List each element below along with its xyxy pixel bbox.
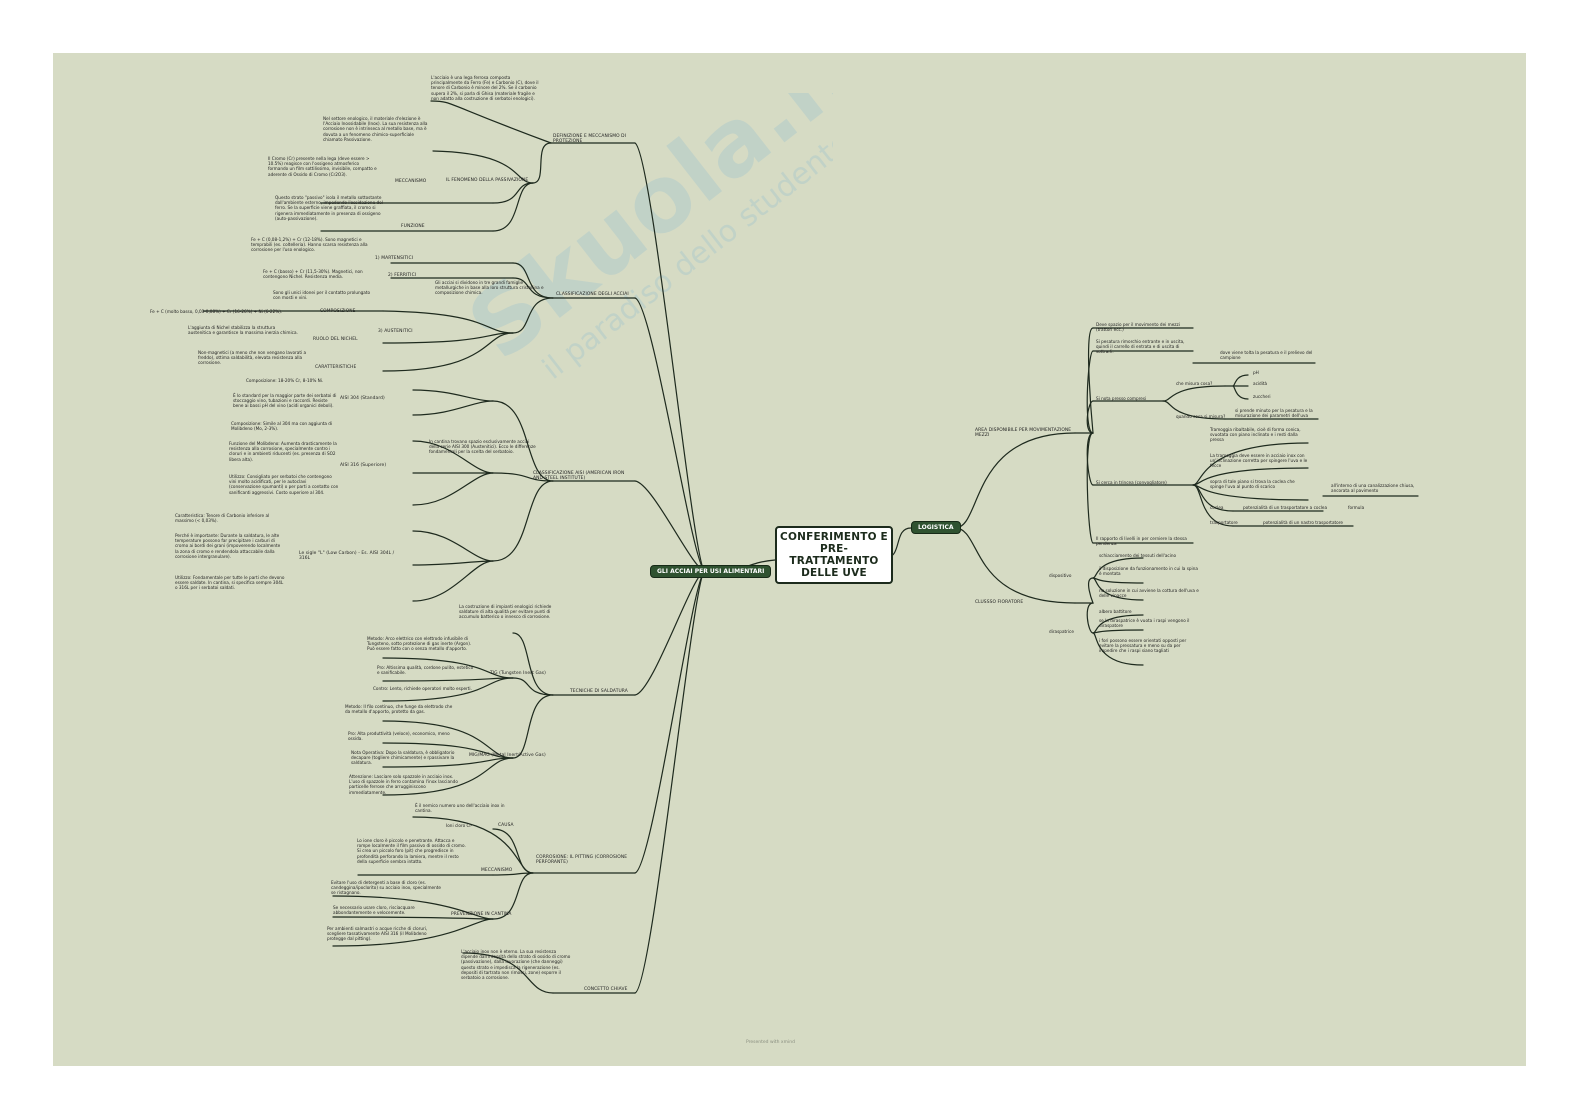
austenitici-label[interactable]: 3) AUSTENITICI [378, 329, 413, 334]
nichel-label[interactable]: RUOLO DEL NICHEL [313, 337, 358, 342]
austenitici-text: Sono gli unici idonei per il contatto pr… [273, 290, 371, 301]
quando-label[interactable]: quando cosa si misura? [1176, 414, 1226, 419]
area-item-1: Deve spazio per il movimento dei mezzi (… [1096, 322, 1180, 333]
prevenzione-c: Per ambienti salmastri o acque ricche di… [327, 926, 428, 942]
mindmap-canvas: Skuola.net il paradiso dello studente [53, 53, 1526, 1066]
tig-contro: Contro: Lento, richiede operatori molto … [373, 686, 472, 691]
ferritici-text: Fe + C (basso) + Cr (11,5-30%). Magnetic… [263, 269, 363, 280]
mig-nota: Nota Operativa: Dopo la saldatura, è obb… [351, 750, 455, 766]
trincea-item-3: sopra di tale piano si trova la coclea c… [1210, 479, 1295, 490]
aisi304-label[interactable]: AISI 304 (Standard) [340, 396, 385, 401]
lowcarbon-importanza: Perché è importante: Durante la saldatur… [175, 533, 281, 559]
quando-text: si prende minuto per la pesatura e la mi… [1235, 408, 1313, 419]
composizione-label[interactable]: COMPOSIZIONE [320, 309, 356, 314]
prevenzione-label[interactable]: PREVENZIONE IN CANTINA [451, 912, 512, 917]
coclea-label[interactable]: coclea [1210, 505, 1224, 510]
trincea-item-1: Tramoggia ribaltabile, cioè di forma con… [1210, 427, 1301, 443]
nastro-text: all'interno di una canalizzazione chiusa… [1331, 483, 1415, 494]
area-item-4: Si cerca in trincea (convogliatore) [1096, 480, 1167, 485]
lowcarbon-utilizzo: Utilizzo: Fondamentale per tutte le part… [175, 575, 285, 591]
nichel-text: L'aggiunta di Nichel stabilizza la strut… [188, 325, 298, 336]
flusso-label[interactable]: CLUSSSO FIORATORE [975, 600, 1024, 605]
peso-text: dove viene tolta la pesatura e il prelie… [1220, 350, 1313, 361]
branch-logistica-title[interactable]: LOGISTICA [911, 521, 961, 534]
trincea-item-2: La tramoggia deve essere in acciaio inox… [1210, 453, 1308, 469]
mig-label[interactable]: MIG/MAG (Metal Inert/Active Gas) [469, 753, 546, 758]
dispositivo-item-3: no soluzione in cui avviene la cottura d… [1099, 588, 1199, 599]
lowcarbon-caratteristica: Caratteristica: Tenore di Carbonio infer… [175, 513, 270, 524]
causa-text: Ioni cloro Cl- [446, 823, 473, 828]
mig-metodo: Metodo: Il filo continuo, che funge da e… [345, 704, 453, 715]
aisi304-composizione: Composizione: 18-20% Cr, 8-10% Ni. [246, 378, 324, 383]
dispositivo-item-1: schiacciamento dei tessuti dell'acino [1099, 553, 1177, 558]
area-item-5: Il rapporto di livelli in per cerniere l… [1096, 536, 1187, 547]
aisi316-utilizzo: Utilizzo: Consigliato per serbatoi che c… [229, 474, 339, 495]
martensitici-text: Fe + C (0,08-1,2%) + Cr (12-18%). Sono m… [251, 237, 368, 253]
corrosione-label[interactable]: CORROSIONE: IL PITTING (CORROSIONE PERFO… [536, 855, 628, 866]
composizione-text: Fe + C (molto basso, 0,03-0,08%) + Cr (1… [150, 309, 283, 314]
concetto-label[interactable]: CONCETTO CHIAVE [584, 987, 628, 992]
corrosione-meccanismo-text: Lo ione cloro è piccolo e penetrante. At… [357, 838, 466, 864]
formula-label[interactable]: formula [1348, 505, 1365, 510]
classificazione-text: Gli acciai si dividono in tre grandi fam… [435, 280, 544, 296]
misura-zuccheri: zuccheri [1253, 394, 1271, 399]
coclea-text: potenzialità di un trasportatore a cocle… [1243, 505, 1328, 510]
prevenzione-a: Evitare l'uso di detergenti a base di cl… [331, 880, 441, 896]
diraspatrice-item-1: albero battitore [1099, 609, 1132, 614]
saldatura-label[interactable]: TECNICHE DI SALDATURA [570, 689, 628, 694]
misura-acidita: acidità [1253, 381, 1268, 386]
aisi-text: In cantina trovano spazio esclusivamente… [429, 439, 536, 455]
connector-lines [202, 100, 1419, 994]
concetto-text: L'acciaio inox non è eterno. La sua resi… [461, 949, 571, 981]
misura-ph: pH [1253, 370, 1259, 375]
corrosione-text: È il nemico numero uno dell'acciaio inox… [415, 803, 505, 814]
caratteristiche-text: Non-magnetici (a meno che non vengano la… [198, 350, 307, 366]
mig-pro: Pro: Alta produttività (veloce), economi… [348, 731, 450, 742]
aisi-label[interactable]: CLASSIFICAZIONE AISI (AMERICAN IRON AND … [533, 471, 625, 482]
area-item-2: Si pesatura rimorchio entrante e in usci… [1096, 339, 1185, 355]
diraspatrice-item-3: i fori possono essere orientati opposti … [1099, 638, 1187, 654]
branch-acciai-title[interactable]: GLI ACCIAI PER USI ALIMENTARI [650, 565, 772, 578]
tig-pro: Pro: Altissima qualità, cordone pulito, … [377, 665, 474, 676]
lowcarbon-label[interactable]: Le sigle "L" (Low Carbon) - Es. AISI 304… [299, 551, 395, 562]
misura-label[interactable]: che misura cosa? [1176, 381, 1213, 386]
central-topic[interactable]: CONFERIMENTO E PRE-TRATTAMENTO DELLE UVE [775, 526, 893, 584]
martensitici-label[interactable]: 1) MARTENSITICI [375, 256, 414, 261]
meccanismo-label[interactable]: MECCANISMO [395, 179, 427, 184]
passivazione-text: Nel settore enologico, il materiale d'el… [323, 116, 428, 142]
diraspatrice-label[interactable]: diraspatrice [1049, 629, 1074, 634]
footer-credit: Presented with xmind [746, 1040, 795, 1045]
area-item-3: Si nota presso compresi [1096, 396, 1147, 401]
saldatura-text: La costruzione di impianti enologici ric… [459, 604, 552, 620]
dispositivo-label[interactable]: dispositivo [1049, 573, 1072, 578]
corrosione-meccanismo-label[interactable]: MECCANISMO [481, 868, 513, 873]
passivazione-label[interactable]: IL FENOMENO DELLA PASSIVAZIONE [446, 178, 529, 183]
trasportatore-label[interactable]: trasportatore [1210, 520, 1238, 525]
diraspatrice-item-2: se la diraspatrice è vuota i raspi vengo… [1099, 618, 1190, 629]
funzione-label[interactable]: FUNZIONE [401, 224, 425, 229]
causa-label[interactable]: CAUSA [498, 823, 514, 828]
aisi316-label[interactable]: AISI 316 (Superiore) [340, 463, 387, 468]
dispositivo-item-2: il disposizione da funzionamento in cui … [1099, 566, 1198, 577]
meccanismo-text: Il Cromo (Cr) presente nella lega (deve … [268, 156, 377, 177]
trasportatore-text: potenzialità di un nastro trasportatore [1263, 520, 1343, 525]
aisi316-molibdeno: Funzione del Molibdeno: Aumenta drastica… [229, 441, 337, 462]
tig-metodo: Metodo: Arco elettrico con elettrodo inf… [367, 636, 472, 652]
definizione-label[interactable]: DEFINIZIONE E MECCANISMO DI PROTEZIONE [553, 134, 627, 145]
area-label[interactable]: AREA DISPONIBILE PER MOVIMENTAZIONE MEZZ… [975, 428, 1072, 439]
caratteristiche-label[interactable]: CARATTERISTICHE [315, 365, 357, 370]
aisi304-descrizione: È lo standard per la maggior parte dei s… [233, 393, 337, 409]
tig-label[interactable]: TIG (Tungsten Inert Gas) [490, 671, 546, 676]
classificazione-label[interactable]: CLASSIFICAZIONE DEGLI ACCIAI [556, 292, 629, 297]
funzione-text: Questo strato "passivo" isola il metallo… [275, 195, 383, 221]
prevenzione-b: Se necessario usare cloro, risciacquare … [333, 905, 415, 916]
definizione-text: L'acciaio è una lega ferrosa composta pr… [431, 75, 539, 101]
ferritici-label[interactable]: 2) FERRITICI [388, 273, 417, 278]
aisi316-composizione: Composizione: Simile al 304 ma con aggiu… [231, 421, 333, 432]
mig-attenzione: Attenzione: Lasciare solo spazzole in ac… [349, 774, 458, 795]
